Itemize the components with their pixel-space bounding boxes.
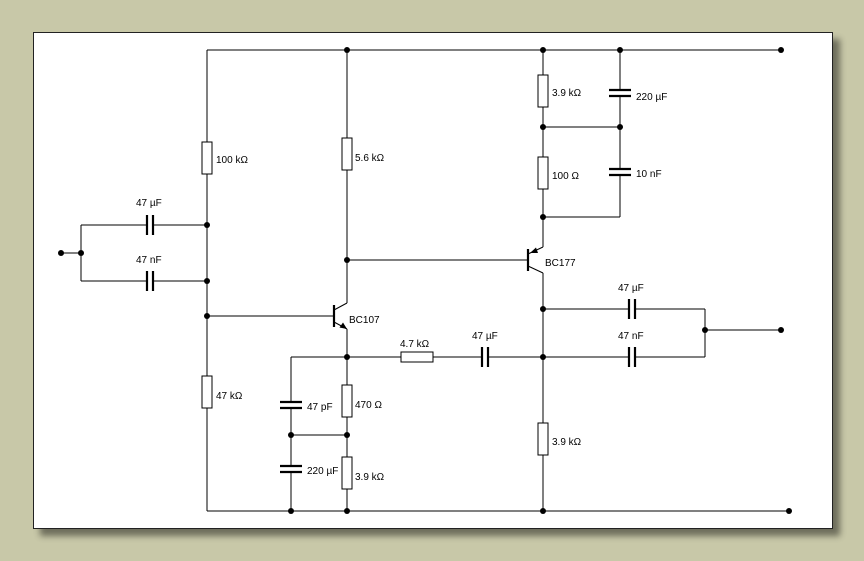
capacitor-feedback-47uf bbox=[480, 347, 490, 367]
label-c-e1a: 47 pF bbox=[307, 402, 333, 413]
label-r-emitter1a: 470 Ω bbox=[355, 400, 382, 411]
capacitor-in-47uf bbox=[145, 215, 155, 235]
resistor-5k6 bbox=[341, 137, 353, 171]
label-c-in1: 47 µF bbox=[136, 198, 162, 209]
label-r-bias-bot: 47 kΩ bbox=[216, 391, 243, 402]
label-c-top2a: 220 µF bbox=[636, 92, 667, 103]
label-r-top2: 3.9 kΩ bbox=[552, 88, 582, 99]
circuit-diagram: 100 kΩ 47 kΩ 5.6 kΩ 470 Ω 3.9 kΩ 4.7 kΩ … bbox=[58, 47, 792, 514]
resistor-3k9-q2-emitter bbox=[537, 422, 549, 456]
resistor-100k bbox=[201, 141, 213, 175]
label-c-in2: 47 nF bbox=[136, 255, 162, 266]
capacitor-47pf bbox=[280, 400, 302, 410]
transistor-q2-pnp bbox=[526, 246, 544, 274]
label-c-fb: 47 µF bbox=[472, 331, 498, 342]
capacitor-out-47uf bbox=[627, 299, 637, 319]
capacitor-in-47nf bbox=[145, 271, 155, 291]
resistor-47k bbox=[201, 375, 213, 409]
label-r-emitter1b: 3.9 kΩ bbox=[355, 472, 385, 483]
capacitor-10nf bbox=[609, 167, 631, 177]
resistor-470 bbox=[341, 384, 353, 418]
capacitor-220uf-bottom bbox=[280, 464, 302, 474]
resistor-3k9-q1-emitter bbox=[341, 456, 353, 490]
label-r-emitter2: 3.9 kΩ bbox=[552, 437, 582, 448]
label-r-collector1: 5.6 kΩ bbox=[355, 153, 385, 164]
label-c-e1b: 220 µF bbox=[307, 466, 338, 477]
label-c-out1: 47 µF bbox=[618, 283, 644, 294]
junction-dots bbox=[58, 47, 792, 514]
capacitor-out-47nf bbox=[627, 347, 637, 367]
capacitor-220uf-top bbox=[609, 88, 631, 98]
label-q2: BC177 bbox=[545, 258, 576, 269]
schematic-canvas: 100 kΩ 47 kΩ 5.6 kΩ 470 Ω 3.9 kΩ 4.7 kΩ … bbox=[33, 32, 833, 529]
resistor-100 bbox=[537, 156, 549, 190]
label-q1: BC107 bbox=[349, 315, 380, 326]
label-r-bias-top: 100 kΩ bbox=[216, 155, 248, 166]
label-r-mid2: 100 Ω bbox=[552, 171, 579, 182]
label-c-top2b: 10 nF bbox=[636, 169, 662, 180]
label-r-feedback: 4.7 kΩ bbox=[400, 339, 430, 350]
resistor-4k7 bbox=[400, 351, 434, 363]
transistor-q1-npn bbox=[332, 302, 348, 330]
resistor-3k9-top bbox=[537, 74, 549, 108]
label-c-out2: 47 nF bbox=[618, 331, 644, 342]
wires bbox=[61, 49, 789, 512]
